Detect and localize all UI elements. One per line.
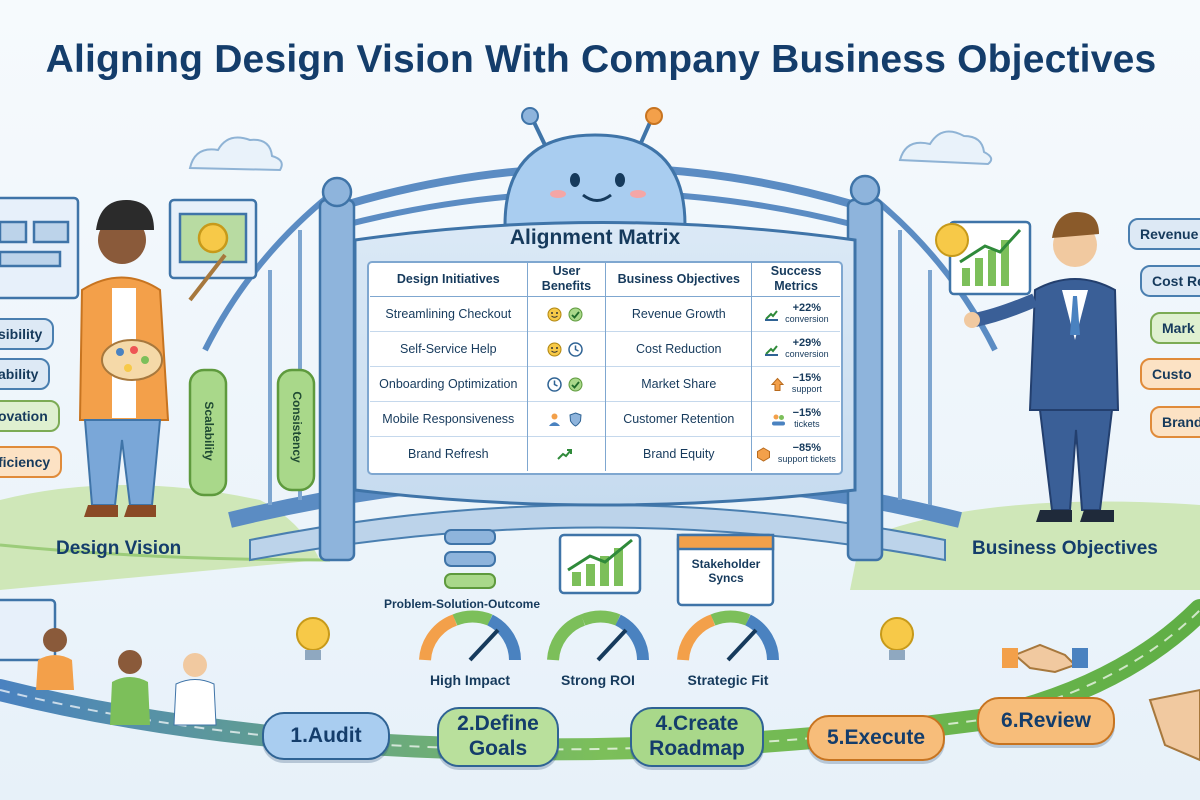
metric-value: −15%	[792, 372, 822, 384]
lightbulb-icon	[296, 617, 914, 660]
table-row: Mobile Responsiveness Customer Retention…	[370, 401, 840, 437]
people-icon	[771, 412, 786, 427]
pill-cost-reduction: Cost Re	[1140, 265, 1200, 297]
arrow-up-icon	[770, 377, 785, 392]
step-define-goals: 2.Define Goals	[437, 707, 559, 767]
objective-cell: Cost Reduction	[605, 331, 752, 367]
bridge-tower-left	[318, 176, 356, 562]
initiative-cell: Self-Service Help	[370, 331, 528, 367]
metric-value: −85%	[792, 442, 822, 454]
benefits-cell	[526, 436, 606, 471]
calendar-icon	[676, 533, 775, 607]
stakeholder-syncs-label: Stakeholder Syncs	[691, 557, 761, 585]
metric-sub: support tickets	[777, 454, 836, 464]
wireframe-screen	[0, 196, 258, 300]
initiative-cell: Brand Refresh	[370, 436, 528, 471]
objective-cell: Revenue Growth	[605, 296, 752, 332]
metric-sub: tickets	[794, 419, 820, 429]
header-design-initiatives: Design Initiatives	[370, 262, 528, 297]
pill-market-share: Mark	[1150, 312, 1200, 344]
objective-cell: Customer Retention	[605, 401, 752, 437]
badge-icon	[756, 446, 771, 462]
check-icon	[568, 307, 583, 322]
shield-icon	[568, 412, 583, 427]
growth-icon	[764, 307, 779, 322]
matrix-body: Streamlining Checkout Revenue Growth +22…	[370, 296, 840, 471]
step-audit: 1.Audit	[262, 712, 390, 760]
gauge-label-strong-roi: Strong ROI	[561, 672, 635, 688]
pill-innovation: ovation	[0, 400, 60, 432]
pill-brand-equity: Brand	[1150, 406, 1200, 438]
trend-icon	[557, 447, 573, 462]
initiative-cell: Onboarding Optimization	[370, 366, 528, 402]
pill-scalability: ability	[0, 358, 51, 390]
matrix-title: Alignment Matrix	[509, 226, 681, 249]
table-row: Brand Refresh Brand Equity −85%support t…	[370, 436, 840, 471]
alignment-matrix-table: Design Initiatives User Benefits Busines…	[370, 262, 840, 471]
metric-sub: conversion	[785, 314, 829, 324]
clock-icon	[546, 376, 562, 392]
table-row: Streamlining Checkout Revenue Growth +22…	[370, 296, 840, 332]
growth-chart-icon	[558, 533, 642, 595]
benefits-cell	[526, 366, 606, 402]
flow-stack-icon	[444, 529, 496, 589]
metric-sub: support	[791, 384, 822, 394]
step-review: 6.Review	[977, 697, 1115, 745]
designer-person	[78, 200, 227, 517]
gauge-label-strategic-fit: Strategic Fit	[687, 672, 769, 688]
gauge-label-high-impact: High Impact	[429, 672, 511, 688]
metric-cell: −15%support	[751, 366, 840, 402]
gauge-icon	[419, 610, 779, 662]
header-success-metrics: Success Metrics	[751, 262, 840, 297]
metric-cell: −15%tickets	[751, 401, 840, 437]
clock-icon	[568, 341, 583, 357]
design-vision-label: Design Vision	[56, 538, 182, 559]
business-objectives-label: Business Objectives	[972, 538, 1158, 559]
objective-cell: Brand Equity	[605, 436, 752, 471]
header-business-objectives: Business Objectives	[605, 262, 752, 297]
smiley-icon	[547, 342, 562, 357]
table-row: Self-Service Help Cost Reduction +29%con…	[370, 331, 840, 367]
table-row: Onboarding Optimization Market Share −15…	[370, 366, 840, 402]
pill-revenue: Revenue	[1128, 218, 1200, 250]
pill-efficiency: ficiency	[0, 446, 63, 478]
metric-sub: conversion	[785, 349, 829, 359]
page-title: Aligning Design Vision With Company Busi…	[45, 38, 1157, 81]
objective-cell: Market Share	[605, 366, 752, 402]
metric-value: +29%	[792, 337, 822, 349]
benefits-cell	[526, 296, 606, 332]
header-user-benefits: User Benefits	[526, 262, 606, 297]
step-execute: 5.Execute	[807, 715, 945, 761]
problem-solution-outcome-label: Problem-Solution-Outcome	[384, 597, 540, 611]
benefits-cell	[526, 331, 606, 367]
handshake-icon	[1002, 643, 1088, 674]
metric-cell: +22%conversion	[751, 296, 840, 332]
pill-visibility: sibility	[0, 318, 55, 350]
benefits-cell	[526, 401, 606, 437]
cloud-icon	[188, 130, 993, 172]
user-icon	[547, 412, 562, 427]
businessman-person	[964, 212, 1120, 522]
metric-value: +22%	[792, 302, 822, 314]
check-icon	[568, 377, 583, 392]
growth-icon	[764, 342, 779, 357]
robot-mascot	[503, 107, 687, 227]
metric-cell: +29%conversion	[751, 331, 840, 367]
team-people	[0, 598, 217, 726]
step-create-roadmap: 4.Create Roadmap	[630, 707, 764, 767]
metric-value: −15%	[792, 407, 822, 419]
metric-cell: −85%support tickets	[751, 436, 840, 471]
growth-chart-board	[935, 220, 1032, 296]
pill-customer-retention: Custo	[1140, 358, 1200, 390]
pillar-scalability: Scalability	[202, 401, 216, 461]
smiley-icon	[547, 307, 562, 322]
matrix-header-row: Design Initiatives User Benefits Busines…	[370, 262, 840, 297]
initiative-cell: Streamlining Checkout	[385, 307, 512, 321]
initiative-cell: Mobile Responsiveness	[370, 401, 528, 437]
pillar-consistency: Consistency	[290, 391, 304, 463]
